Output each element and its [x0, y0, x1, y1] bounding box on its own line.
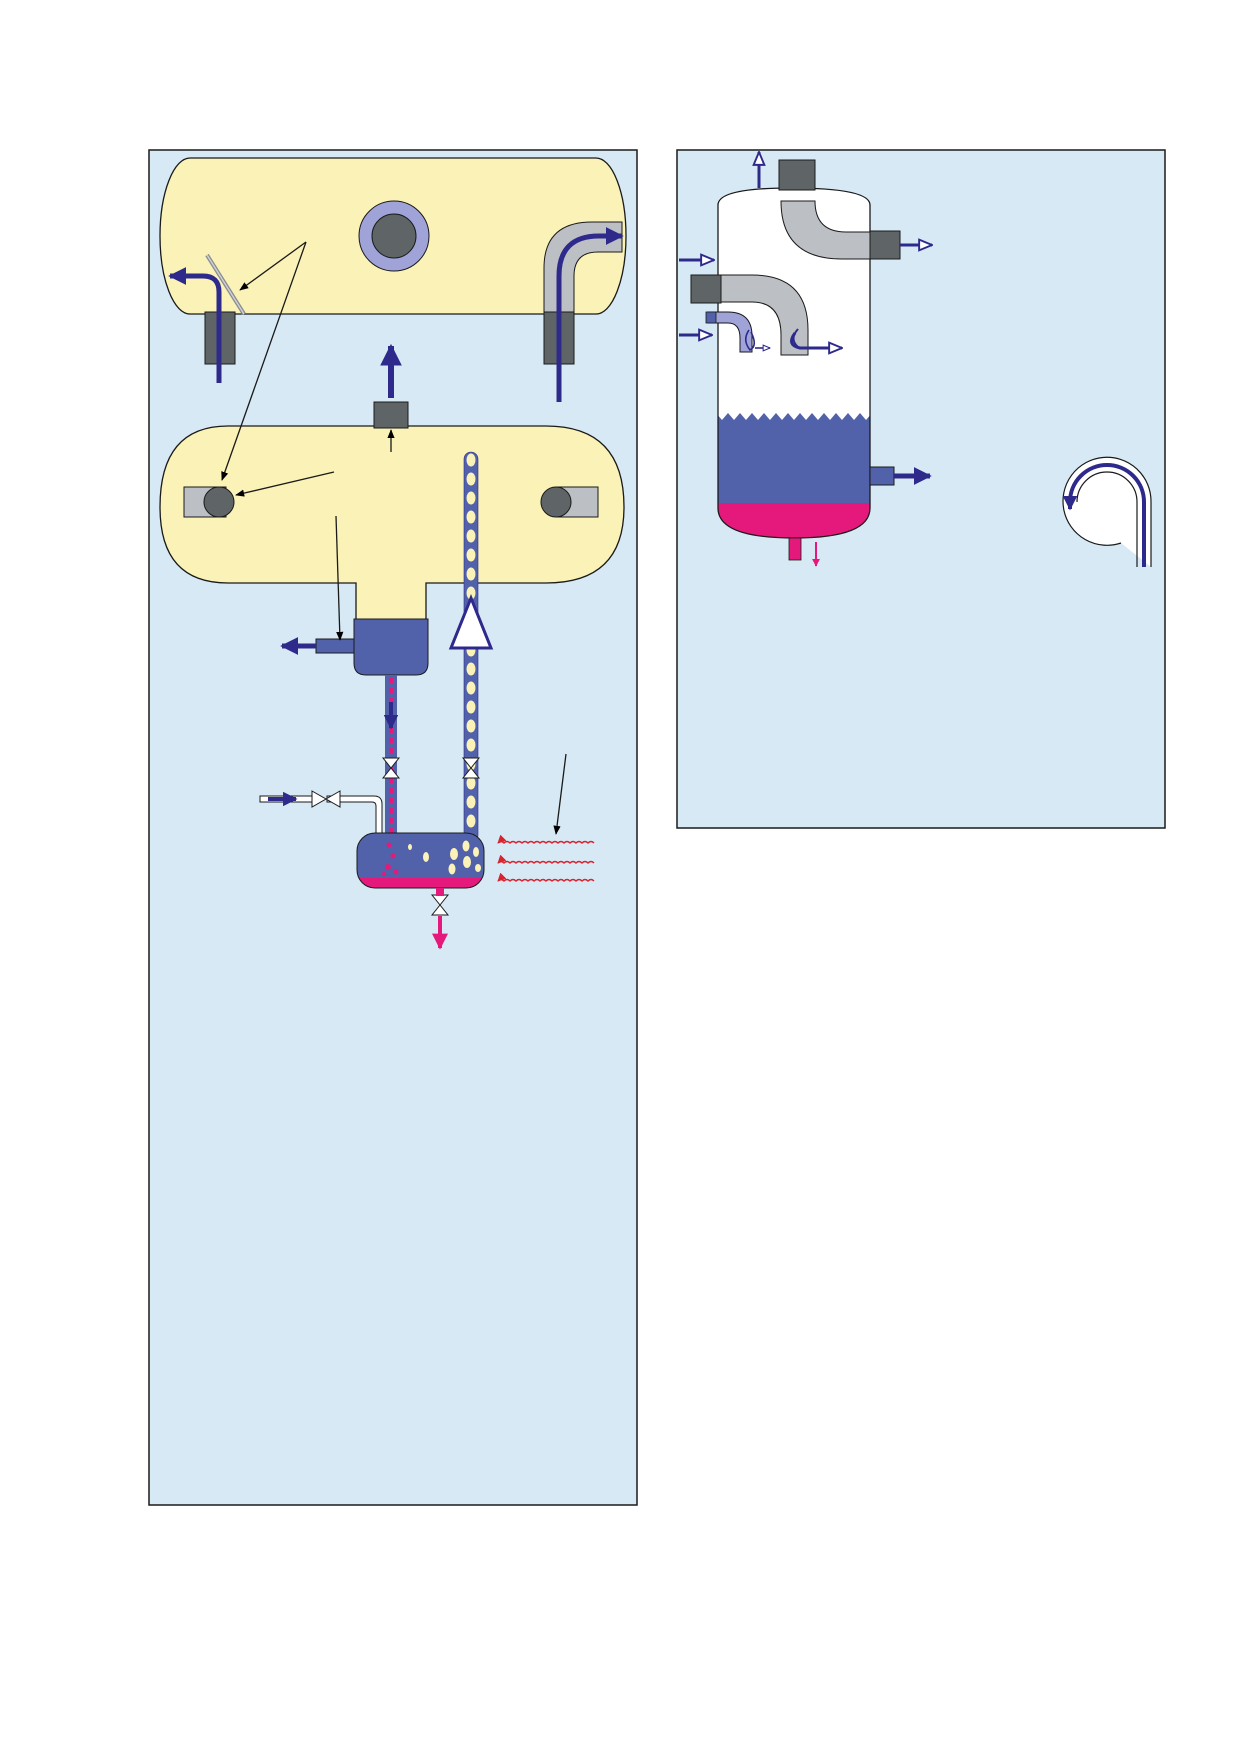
baffle-plate-edge: [206, 254, 245, 315]
right-side-nozzle-end: [540, 486, 572, 518]
vapour-outlet-nozzle: [373, 401, 409, 429]
bubble: [466, 795, 476, 809]
bubble: [466, 491, 476, 505]
inlet-elbow-pipe: [717, 274, 809, 356]
bubble: [466, 738, 476, 752]
vertical-separator: [690, 159, 901, 561]
bubble: [466, 662, 476, 676]
leader-lines: [221, 241, 567, 835]
reboiler-heavy-phase: [357, 878, 484, 888]
separator-drain-nozzle: [788, 537, 802, 561]
liquid-side-outlet: [869, 466, 895, 486]
swirl-icon: [792, 328, 799, 348]
bubble: [466, 719, 476, 733]
bubble: [466, 586, 476, 600]
riser-bubbles: [466, 453, 476, 828]
small-inlet-elbow: [707, 311, 753, 353]
bubble: [466, 548, 476, 562]
top-vessel: [159, 157, 627, 365]
small-inlet-nozzle: [705, 311, 717, 324]
ring-nozzle-core: [371, 213, 417, 259]
left-side-nozzle-end: [203, 486, 235, 518]
boot-liquid: [353, 618, 429, 676]
bubble: [466, 814, 476, 828]
cyclone-swirl: [1062, 456, 1152, 567]
reboiler: [356, 832, 485, 889]
reboiler-droplets: [382, 842, 399, 876]
bubble: [466, 567, 476, 581]
reboiler-bubbles: [408, 840, 481, 875]
swirl-icon: [744, 329, 756, 352]
bubble: [466, 529, 476, 543]
bubble: [466, 472, 476, 486]
upper-elbow-pipe: [780, 200, 873, 260]
boot-side-outlet: [315, 638, 355, 654]
right-elbow-pipe: [543, 221, 623, 313]
right-outlet-nozzle: [869, 230, 901, 260]
bubble: [466, 510, 476, 524]
bubble: [466, 681, 476, 695]
bubble: [466, 776, 476, 790]
flow-arrow-icon: [168, 267, 222, 383]
valve-icon: [461, 757, 481, 779]
main-vessel: [159, 401, 625, 676]
drain-pipe: [385, 675, 397, 833]
valve-icon: [381, 757, 401, 779]
bottom-drain-pipe: [436, 888, 444, 896]
wavy-heat-arrow-icon: [497, 834, 595, 882]
top-outlet-nozzle: [778, 159, 816, 191]
bubble: [466, 700, 476, 714]
inlet-nozzle: [690, 274, 722, 304]
bubble: [466, 453, 476, 467]
flow-arrow-icon: [556, 227, 624, 402]
hollow-arrow-icon: [448, 593, 494, 650]
